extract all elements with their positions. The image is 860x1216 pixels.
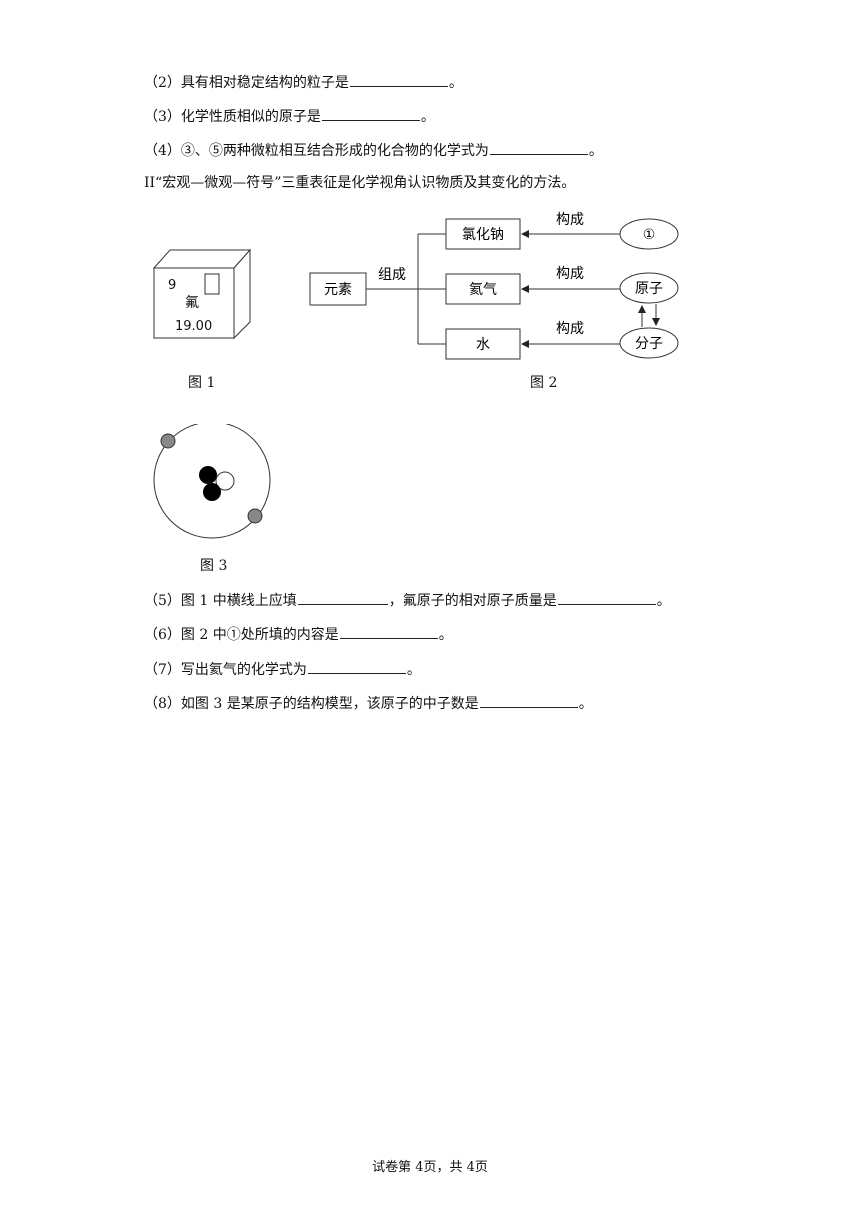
element-box [309,272,367,306]
period: 。 [406,662,421,678]
figure-1-caption: 图 1 [188,375,216,391]
page-footer: 试卷第 4页，共 4页 [372,1160,488,1175]
question-3-text: （3）化学性质相似的原子是 [144,109,321,125]
particle-1-label: ① [643,227,656,243]
answer-blank[interactable] [307,659,406,674]
period: 。 [588,143,603,159]
question-7: （7）写出氦气的化学式为 。 [144,659,421,680]
question-5-text-a: （5）图 1 中横线上应填 [144,593,297,609]
answer-blank-mass[interactable] [557,590,656,605]
answer-blank-symbol[interactable] [297,590,388,605]
question-7-text: （7）写出氦气的化学式为 [144,662,307,678]
neutron [215,471,235,491]
answer-blank[interactable] [339,624,438,639]
atomic-number: 9 [168,278,176,293]
section-2-intro: II“宏观—微观—符号”三重表征是化学视角认识物质及其变化的方法。 [144,175,576,191]
particle-atom [619,272,679,304]
substance-helium: 氦气 [469,282,497,298]
substance-box-water [445,328,521,360]
question-5: （5）图 1 中横线上应填 ，氟原子的相对原子质量是 。 [144,590,671,611]
substance-nacl: 氯化钠 [462,227,504,243]
answer-blank[interactable] [321,106,420,121]
element-box-label: 元素 [324,282,352,298]
particle-blank-1 [619,218,679,250]
question-4-text: （4）③、⑤两种微粒相互结合形成的化合物的化学式为 [144,143,489,159]
particle-atom-label: 原子 [635,281,663,297]
proton-1 [199,466,217,484]
particle-molecule [619,327,679,359]
question-4: （4）③、⑤两种微粒相互结合形成的化合物的化学式为 。 [144,140,603,161]
answer-blank[interactable] [349,72,448,87]
question-3: （3）化学性质相似的原子是 。 [144,106,435,127]
question-8: （8）如图 3 是某原子的结构模型，该原子的中子数是 。 [144,693,593,714]
question-2: （2）具有相对稳定结构的粒子是 。 [144,72,463,93]
answer-blank[interactable] [489,140,588,155]
particle-molecule-label: 分子 [635,336,663,352]
constitute-label-2: 构成 [556,266,584,282]
proton-2 [203,483,221,501]
figure-3-atom-model [153,424,271,539]
period: 。 [656,593,671,609]
question-8-text: （8）如图 3 是某原子的结构模型，该原子的中子数是 [144,696,479,712]
figure-3-caption: 图 3 [200,558,228,574]
substance-box-helium [445,273,521,305]
period: 。 [438,627,453,643]
figure-1-element-card: 9 氟 19.00 [152,248,252,340]
figure-2-concept-map: 元素 组成 氯化钠 氦气 水 构成 构成 构成 ① 原子 分子 [309,212,679,360]
electron-2 [247,508,263,524]
electron-1 [160,433,176,449]
question-6: （6）图 2 中①处所填的内容是 。 [144,624,453,645]
substance-water: 水 [476,337,490,353]
atomic-mass: 19.00 [175,319,212,334]
period: 。 [448,75,463,91]
answer-blank[interactable] [479,693,578,708]
period: 。 [578,696,593,712]
question-2-text: （2）具有相对稳定结构的粒子是 [144,75,349,91]
symbol-blank-box [204,273,220,295]
question-6-text: （6）图 2 中①处所填的内容是 [144,627,339,643]
constitute-label-1: 构成 [556,212,584,228]
substance-box-nacl [445,218,521,250]
figure-2-caption: 图 2 [530,375,558,391]
element-name: 氟 [185,295,199,311]
period: 。 [420,109,435,125]
question-5-text-b: ，氟原子的相对原子质量是 [388,593,557,609]
constitute-label-3: 构成 [556,321,584,337]
compose-label: 组成 [378,267,406,283]
